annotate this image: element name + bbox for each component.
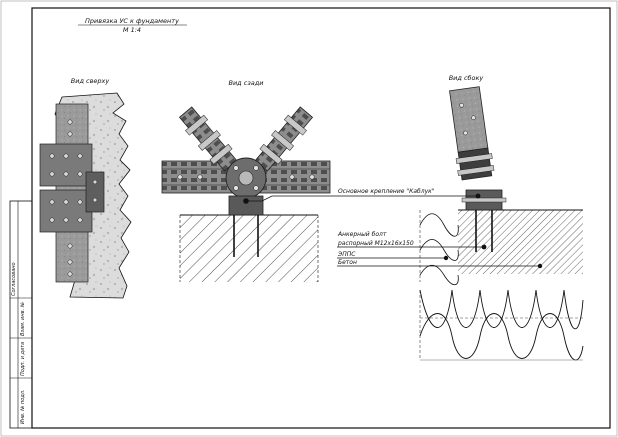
top-view-bracket-lower (39, 189, 93, 233)
callout-main-mount: Основное крепление "Каблук" (338, 188, 435, 195)
label-top-view: Вид сверху (71, 77, 110, 85)
callout-insulation: ЭППС (337, 251, 356, 258)
top-view-bolts (49, 119, 98, 277)
leader-main-mount (246, 195, 478, 202)
stamp-sign-date: Подп. и дата (20, 342, 26, 376)
label-back-view: Вид сзади (229, 79, 264, 87)
side-stamp: Согласовано Взам. инв. № Подп. и дата Ин… (9, 200, 33, 429)
callout-concrete: Бетон (338, 259, 357, 266)
top-view-clamp (85, 171, 105, 213)
side-view-foundation (458, 210, 583, 274)
back-view-foundation (180, 215, 318, 282)
back-view-right-arm (254, 106, 314, 172)
stamp-replaced-inv: Взам. инв. № (20, 302, 26, 336)
side-view-insulation (419, 210, 459, 286)
side-view (419, 86, 584, 361)
top-view (39, 92, 132, 299)
side-view-post (449, 86, 495, 181)
top-view-bracket-upper (39, 143, 93, 187)
back-view-left-arm (178, 106, 238, 172)
leader-lines (246, 193, 543, 269)
side-view-lower-insulation (419, 289, 584, 361)
drawing-title: Привязка УС к фундаменту (85, 17, 179, 25)
label-side-view: Вид сбоку (449, 74, 484, 82)
back-view (161, 106, 331, 282)
stamp-agreed: Согласовано (11, 262, 17, 296)
callout-anchor-line1: Анкерный болт (337, 231, 387, 238)
stamp-inv-orig: Инв. № подл. (20, 390, 26, 425)
callout-anchor-line2: распорный М12х16х150 (337, 240, 414, 247)
drawing-scale: М 1:4 (123, 26, 141, 34)
